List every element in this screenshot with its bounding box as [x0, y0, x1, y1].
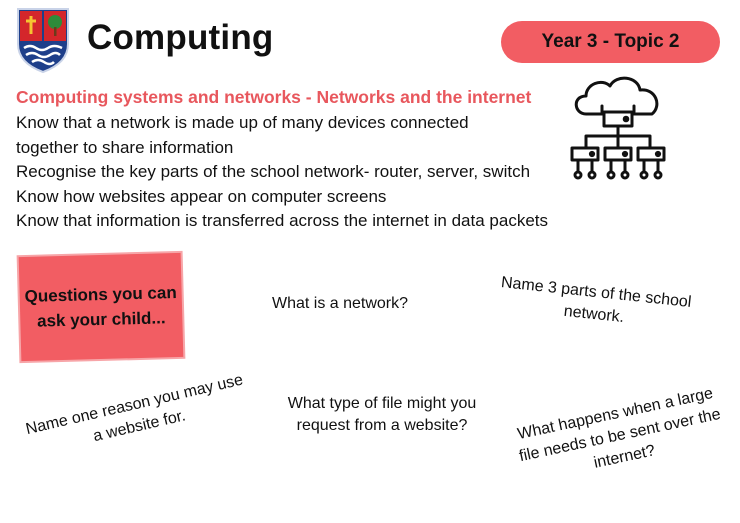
objective-item: Recognise the key parts of the school ne… — [16, 162, 531, 181]
questions-heading-box: Questions you can ask your child... — [18, 252, 184, 362]
page-title: Computing — [87, 18, 274, 57]
question-1: What is a network? — [271, 295, 409, 312]
question-2: Name 3 parts of the school network. — [500, 274, 693, 327]
year-topic-badge: Year 3 - Topic 2 — [501, 21, 720, 63]
objective-item: Know that a network is made up of many d… — [16, 113, 469, 132]
objective-item: Know that information is transferred acr… — [16, 211, 548, 230]
cloud-network-icon — [570, 76, 666, 180]
question-5: What happens when a large file needs to … — [516, 384, 723, 472]
school-crest-logo — [17, 8, 69, 74]
question-3: Name one reason you may use a website fo… — [24, 371, 245, 446]
question-4: What type of file might you request from… — [287, 395, 477, 434]
topic-subtitle: Computing systems and networks - Network… — [16, 87, 532, 107]
questions-heading: Questions you can ask your child... — [24, 283, 177, 331]
objective-item: together to share information — [16, 137, 234, 157]
objective-item: Know how websites appear on computer scr… — [16, 186, 387, 206]
learning-objectives-list: Know that a network is made up of many d… — [16, 111, 548, 234]
